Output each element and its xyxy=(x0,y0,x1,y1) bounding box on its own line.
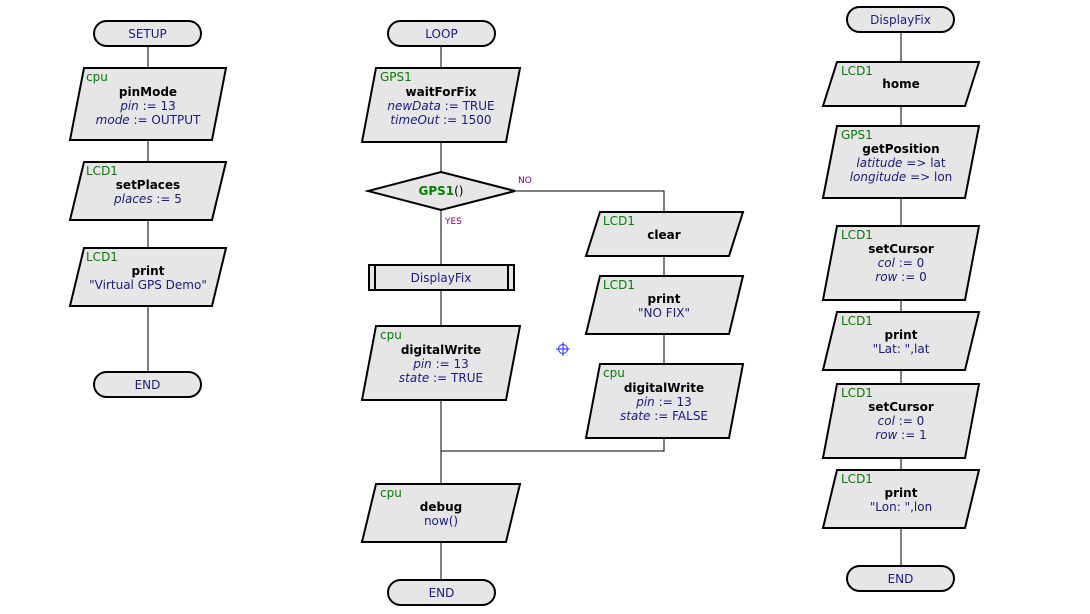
displayfix-print-lat-block[interactable]: LCD1 print "Lat: ",lat xyxy=(821,311,981,371)
block-device: GPS1 xyxy=(841,128,873,142)
block-operation: getPosition xyxy=(862,142,939,156)
block-operation: debug xyxy=(420,500,462,514)
loop-decision-diamond[interactable]: GPS1() xyxy=(364,170,516,212)
block-param: places := 5 xyxy=(113,192,182,206)
displayfix-print-lon-block[interactable]: LCD1 print "Lon: ",lon xyxy=(821,469,981,529)
block-param: state := TRUE xyxy=(399,371,483,385)
block-param: col := 0 xyxy=(878,256,925,270)
block-operation: pinMode xyxy=(119,85,177,99)
block-param: timeOut := 1500 xyxy=(390,113,491,127)
decision-label: GPS1() xyxy=(418,184,463,198)
block-operation: print xyxy=(648,292,681,306)
setup-setplaces-block[interactable]: LCD1 setPlaces places := 5 xyxy=(68,161,228,221)
setup-end-terminal[interactable]: END xyxy=(93,371,202,398)
branch-no-label: NO xyxy=(518,176,532,186)
block-param: longitude => lon xyxy=(850,170,953,184)
block-param: latitude => lat xyxy=(856,156,945,170)
block-param: "Lat: ",lat xyxy=(873,342,930,356)
block-device: cpu xyxy=(603,366,625,380)
loop-debug-block[interactable]: cpu debug now() xyxy=(360,483,522,543)
branch-yes-label: YES xyxy=(444,217,462,227)
setup-start-terminal[interactable]: SETUP xyxy=(93,20,202,47)
displayfix-start-terminal[interactable]: DisplayFix xyxy=(846,6,955,33)
setup-end-label: END xyxy=(135,378,161,392)
displayfix-getposition-block[interactable]: GPS1 getPosition latitude => lat longitu… xyxy=(821,125,981,199)
displayfix-home-block[interactable]: LCD1 home xyxy=(821,61,981,107)
block-device: cpu xyxy=(380,328,402,342)
block-device: LCD1 xyxy=(841,228,873,242)
setup-start-label: SETUP xyxy=(128,27,167,41)
crosshair-icon xyxy=(556,342,570,356)
block-param: col := 0 xyxy=(878,414,925,428)
block-device: LCD1 xyxy=(841,386,873,400)
block-device: GPS1 xyxy=(380,70,412,84)
block-param: now() xyxy=(424,514,458,528)
block-operation: clear xyxy=(647,228,680,242)
loop-digitalwrite-false-block[interactable]: cpu digitalWrite pin := 13 state := FALS… xyxy=(584,363,745,439)
block-param: mode := OUTPUT xyxy=(96,113,201,127)
loop-print-nofix-block[interactable]: LCD1 print "NO FIX" xyxy=(584,275,745,335)
block-operation: digitalWrite xyxy=(624,381,704,395)
block-param: pin := 13 xyxy=(119,99,176,113)
loop-clear-block[interactable]: LCD1 clear xyxy=(584,211,745,257)
displayfix-setcursor-row0-block[interactable]: LCD1 setCursor col := 0 row := 0 xyxy=(821,225,981,301)
block-operation: waitForFix xyxy=(406,85,477,99)
block-param: pin := 13 xyxy=(412,357,469,371)
loop-start-terminal[interactable]: LOOP xyxy=(387,20,496,47)
loop-digitalwrite-true-block[interactable]: cpu digitalWrite pin := 13 state := TRUE xyxy=(360,325,522,401)
displayfix-end-label: END xyxy=(888,572,914,586)
loop-start-label: LOOP xyxy=(425,27,457,41)
loop-displayfix-subroutine[interactable]: DisplayFix xyxy=(368,264,515,291)
block-param: "NO FIX" xyxy=(638,306,690,320)
block-param: "Virtual GPS Demo" xyxy=(89,278,207,292)
block-device: LCD1 xyxy=(841,314,873,328)
block-operation: setPlaces xyxy=(116,178,180,192)
block-device: LCD1 xyxy=(603,214,635,228)
block-operation: print xyxy=(132,264,165,278)
block-param: "Lon: ",lon xyxy=(870,500,932,514)
setup-pinmode-block[interactable]: cpu pinMode pin := 13 mode := OUTPUT xyxy=(68,67,228,141)
subroutine-label: DisplayFix xyxy=(411,271,472,285)
block-device: cpu xyxy=(86,70,108,84)
block-operation: home xyxy=(882,77,919,91)
block-param: row := 1 xyxy=(875,428,926,442)
block-param: newData := TRUE xyxy=(387,99,494,113)
loop-end-terminal[interactable]: END xyxy=(387,579,496,606)
block-operation: print xyxy=(885,328,918,342)
block-device: LCD1 xyxy=(86,164,118,178)
block-device: cpu xyxy=(380,486,402,500)
block-param: state := FALSE xyxy=(620,409,708,423)
displayfix-end-terminal[interactable]: END xyxy=(846,565,955,592)
block-param: pin := 13 xyxy=(635,395,692,409)
block-param: row := 0 xyxy=(875,270,926,284)
block-device: LCD1 xyxy=(603,278,635,292)
block-operation: digitalWrite xyxy=(401,343,481,357)
loop-end-label: END xyxy=(429,586,455,600)
block-operation: setCursor xyxy=(868,400,934,414)
block-operation: setCursor xyxy=(868,242,934,256)
loop-waitforfix-block[interactable]: GPS1 waitForFix newData := TRUE timeOut … xyxy=(360,67,522,143)
displayfix-setcursor-row1-block[interactable]: LCD1 setCursor col := 0 row := 1 xyxy=(821,383,981,459)
block-device: LCD1 xyxy=(841,472,873,486)
block-operation: print xyxy=(885,486,918,500)
block-device: LCD1 xyxy=(841,64,873,78)
displayfix-start-label: DisplayFix xyxy=(870,13,931,27)
connectors xyxy=(147,31,902,580)
setup-print-block[interactable]: LCD1 print "Virtual GPS Demo" xyxy=(68,247,228,307)
block-device: LCD1 xyxy=(86,250,118,264)
